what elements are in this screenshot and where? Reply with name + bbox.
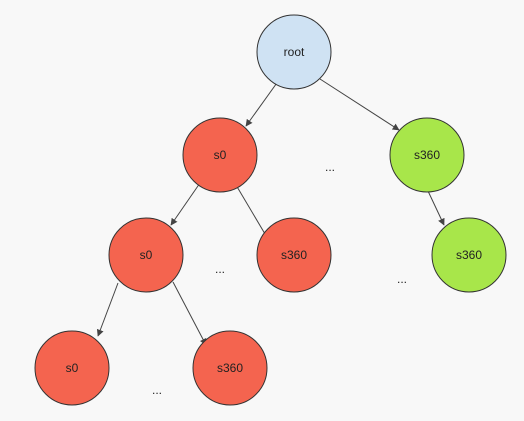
- node-s360-level3: s360: [192, 330, 268, 406]
- node-s360-level3-label: s360: [217, 361, 243, 375]
- node-s360-level3-circle: [192, 330, 268, 406]
- node-s360-level1: s360: [389, 117, 465, 193]
- node-s0-level2: s0: [108, 217, 184, 293]
- ellipsis-level1: ...: [325, 160, 335, 174]
- node-s360-level2-green-label: s360: [456, 248, 482, 262]
- ellipsis-level2-right: ...: [397, 272, 407, 286]
- node-s0-level1: s0: [182, 117, 258, 193]
- edge-s0-level2-to-s360: [172, 281, 207, 346]
- node-root-circle: [256, 14, 332, 90]
- node-root-label: root: [284, 45, 305, 59]
- edges: [96, 78, 445, 346]
- ellipsis-level2-left: ...: [215, 262, 225, 276]
- node-s0-level2-label: s0: [140, 248, 153, 262]
- node-s0-level3-label: s0: [66, 361, 79, 375]
- node-s0-level2-circle: [108, 217, 184, 293]
- edge-root-to-s0: [245, 79, 280, 127]
- edge-s0-to-s360: [235, 184, 269, 240]
- node-s0-level1-label: s0: [214, 148, 227, 162]
- node-root: root: [256, 14, 332, 90]
- edge-s360-to-s360: [427, 190, 445, 226]
- node-s360-level2-red: s360: [256, 217, 332, 293]
- node-s0-level3-circle: [34, 330, 110, 406]
- node-s360-level1-circle: [389, 117, 465, 193]
- node-s360-level2-green-circle: [431, 217, 507, 293]
- node-s360-level2-green: s360: [431, 217, 507, 293]
- node-s0-level1-circle: [182, 117, 258, 193]
- edge-s0-level2-to-s0: [96, 282, 119, 337]
- node-s0-level3: s0: [34, 330, 110, 406]
- edge-root-to-s360: [319, 78, 400, 131]
- edge-s0-to-s0: [170, 182, 201, 226]
- ellipsis-level3: ...: [152, 383, 162, 397]
- node-s360-level1-label: s360: [414, 148, 440, 162]
- node-s360-level2-red-circle: [256, 217, 332, 293]
- node-s360-level2-red-label: s360: [281, 248, 307, 262]
